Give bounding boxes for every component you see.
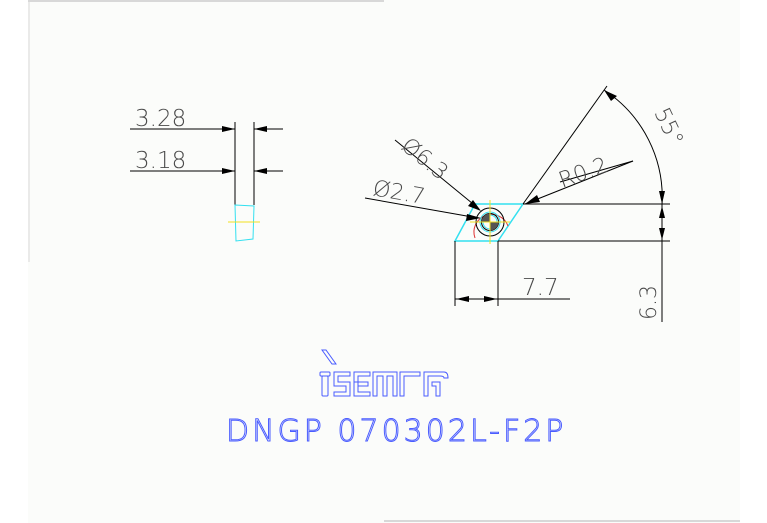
dim-6-3: 6.3 [637, 285, 662, 320]
insert-side-profile [234, 204, 255, 242]
dim-7-7: 7.7 [522, 275, 559, 301]
side-view: 3.28 3.18 [130, 106, 283, 242]
dim-3-28: 3.28 [135, 106, 186, 132]
part-number-title: DNGP 070302L-F2P [226, 414, 566, 449]
dim-3-18: 3.18 [135, 148, 186, 174]
drawing-sheet [28, 0, 740, 523]
logo-i-dot-icon [321, 349, 337, 365]
brand-logo [319, 349, 449, 397]
